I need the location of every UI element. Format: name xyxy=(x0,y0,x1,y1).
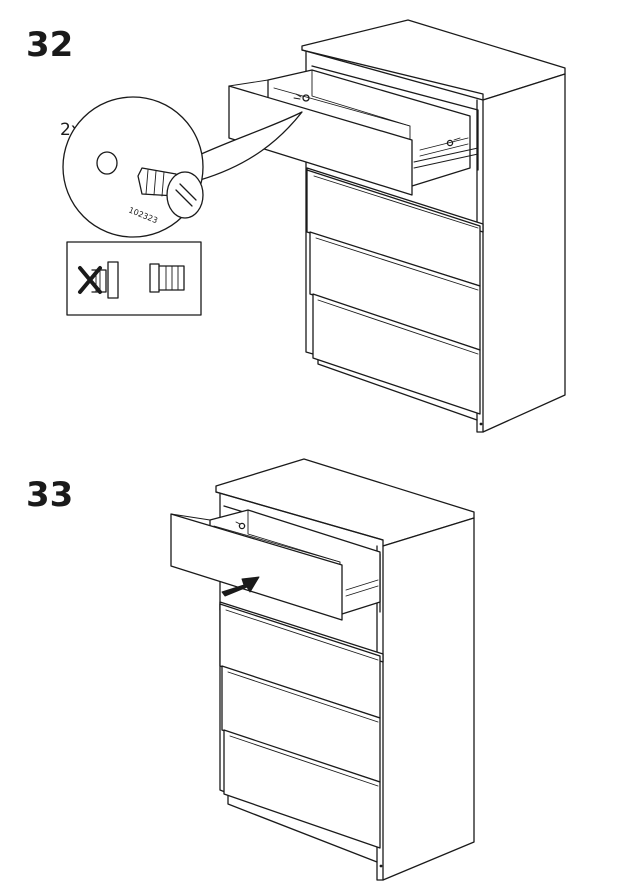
step-33-illustration xyxy=(170,458,475,881)
incorrect-orientation-icon xyxy=(78,261,119,299)
step-number-33: 33 xyxy=(26,475,74,515)
drawer-4 xyxy=(312,293,481,415)
screw-icon xyxy=(238,522,246,530)
push-arrow-icon xyxy=(221,576,260,597)
step-number-32: 32 xyxy=(26,25,74,65)
cam-screw-icon xyxy=(137,167,204,219)
cross-icon xyxy=(78,266,102,294)
step-32-illustration: 102323 xyxy=(62,19,566,433)
drawer-front-panel xyxy=(170,513,343,621)
dresser-side-panel xyxy=(482,73,566,433)
correct-orientation-icon xyxy=(149,263,185,293)
drawer-4 xyxy=(223,729,381,849)
screw-hole-icon xyxy=(302,94,310,102)
hole-icon xyxy=(96,151,118,175)
dresser-side-panel xyxy=(382,517,475,881)
drawer-front-panel xyxy=(228,85,413,196)
